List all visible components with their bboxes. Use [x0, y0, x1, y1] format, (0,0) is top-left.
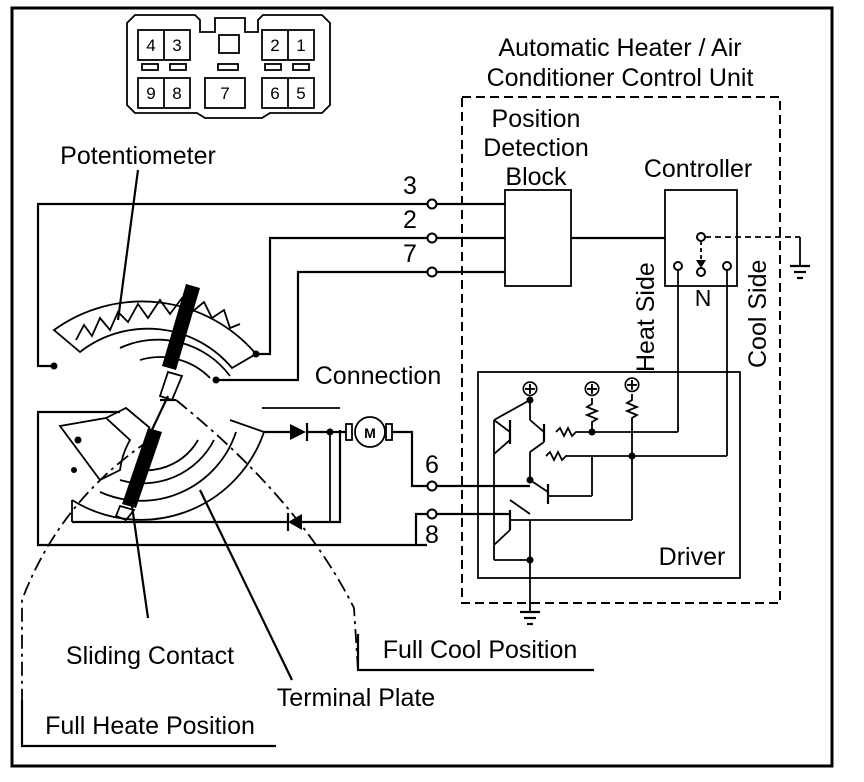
sliding-contact-label: Sliding Contact	[66, 642, 234, 670]
terminal-8	[426, 508, 438, 520]
heat-side-label: Heat Side	[632, 262, 660, 372]
position-block-label-1: Position	[492, 105, 581, 133]
outer-frame	[10, 6, 834, 768]
cool-side-label: Cool Side	[744, 260, 772, 368]
terminal-2-label: 2	[403, 206, 417, 234]
connector-pin-5: 5	[296, 84, 305, 103]
plus-symbol-1: ⊕	[520, 375, 539, 401]
unit-title-line1: Automatic Heater / Air	[498, 34, 741, 62]
full-cool-position-label: Full Cool Position	[383, 636, 578, 664]
connector-pin-6: 6	[270, 84, 279, 103]
full-heate-position-label: Full Heate Position	[45, 712, 255, 740]
connector-pin-2: 2	[270, 36, 279, 55]
position-block-label-2: Detection	[483, 134, 589, 162]
terminal-plate-icon	[58, 395, 265, 522]
control-unit-boundary	[461, 96, 781, 604]
connector-pin-1: 1	[296, 36, 305, 55]
connector-pin-4: 4	[146, 36, 155, 55]
motor-label: M	[364, 425, 376, 441]
plus-symbol-3: ⊕	[622, 371, 641, 397]
connector-pin-9: 9	[146, 84, 155, 103]
position-detection-block	[504, 189, 572, 287]
terminal-3-label: 3	[403, 172, 417, 200]
terminal-6-label: 6	[425, 451, 439, 479]
terminal-8-label: 8	[425, 521, 439, 549]
terminal-3	[426, 198, 438, 210]
diode-icon	[290, 423, 309, 441]
terminal-7	[426, 266, 438, 278]
ground-icon	[520, 610, 540, 626]
driver-block	[477, 371, 741, 579]
plus-symbol-2: ⊕	[582, 375, 601, 401]
controller-label: Controller	[644, 155, 752, 183]
driver-label: Driver	[659, 543, 726, 571]
connector-pin-8: 8	[172, 84, 181, 103]
potentiometer-icon	[50, 284, 260, 402]
driver-circuit	[493, 394, 727, 612]
connector-pin-7: 7	[220, 84, 229, 103]
connector-icon	[126, 14, 331, 119]
terminal-6	[426, 480, 438, 492]
terminal-2	[426, 232, 438, 244]
terminal-7-label: 7	[403, 240, 417, 268]
unit-title-line2: Conditioner Control Unit	[487, 64, 754, 92]
ground-icon	[790, 264, 810, 280]
position-block-label-3: Block	[505, 163, 567, 191]
potentiometer-label: Potentiometer	[60, 142, 216, 170]
neutral-label: N	[695, 285, 712, 311]
terminal-plate-label: Terminal Plate	[277, 684, 435, 712]
connection-label: Connection	[315, 362, 441, 390]
connector-pin-3: 3	[172, 36, 181, 55]
